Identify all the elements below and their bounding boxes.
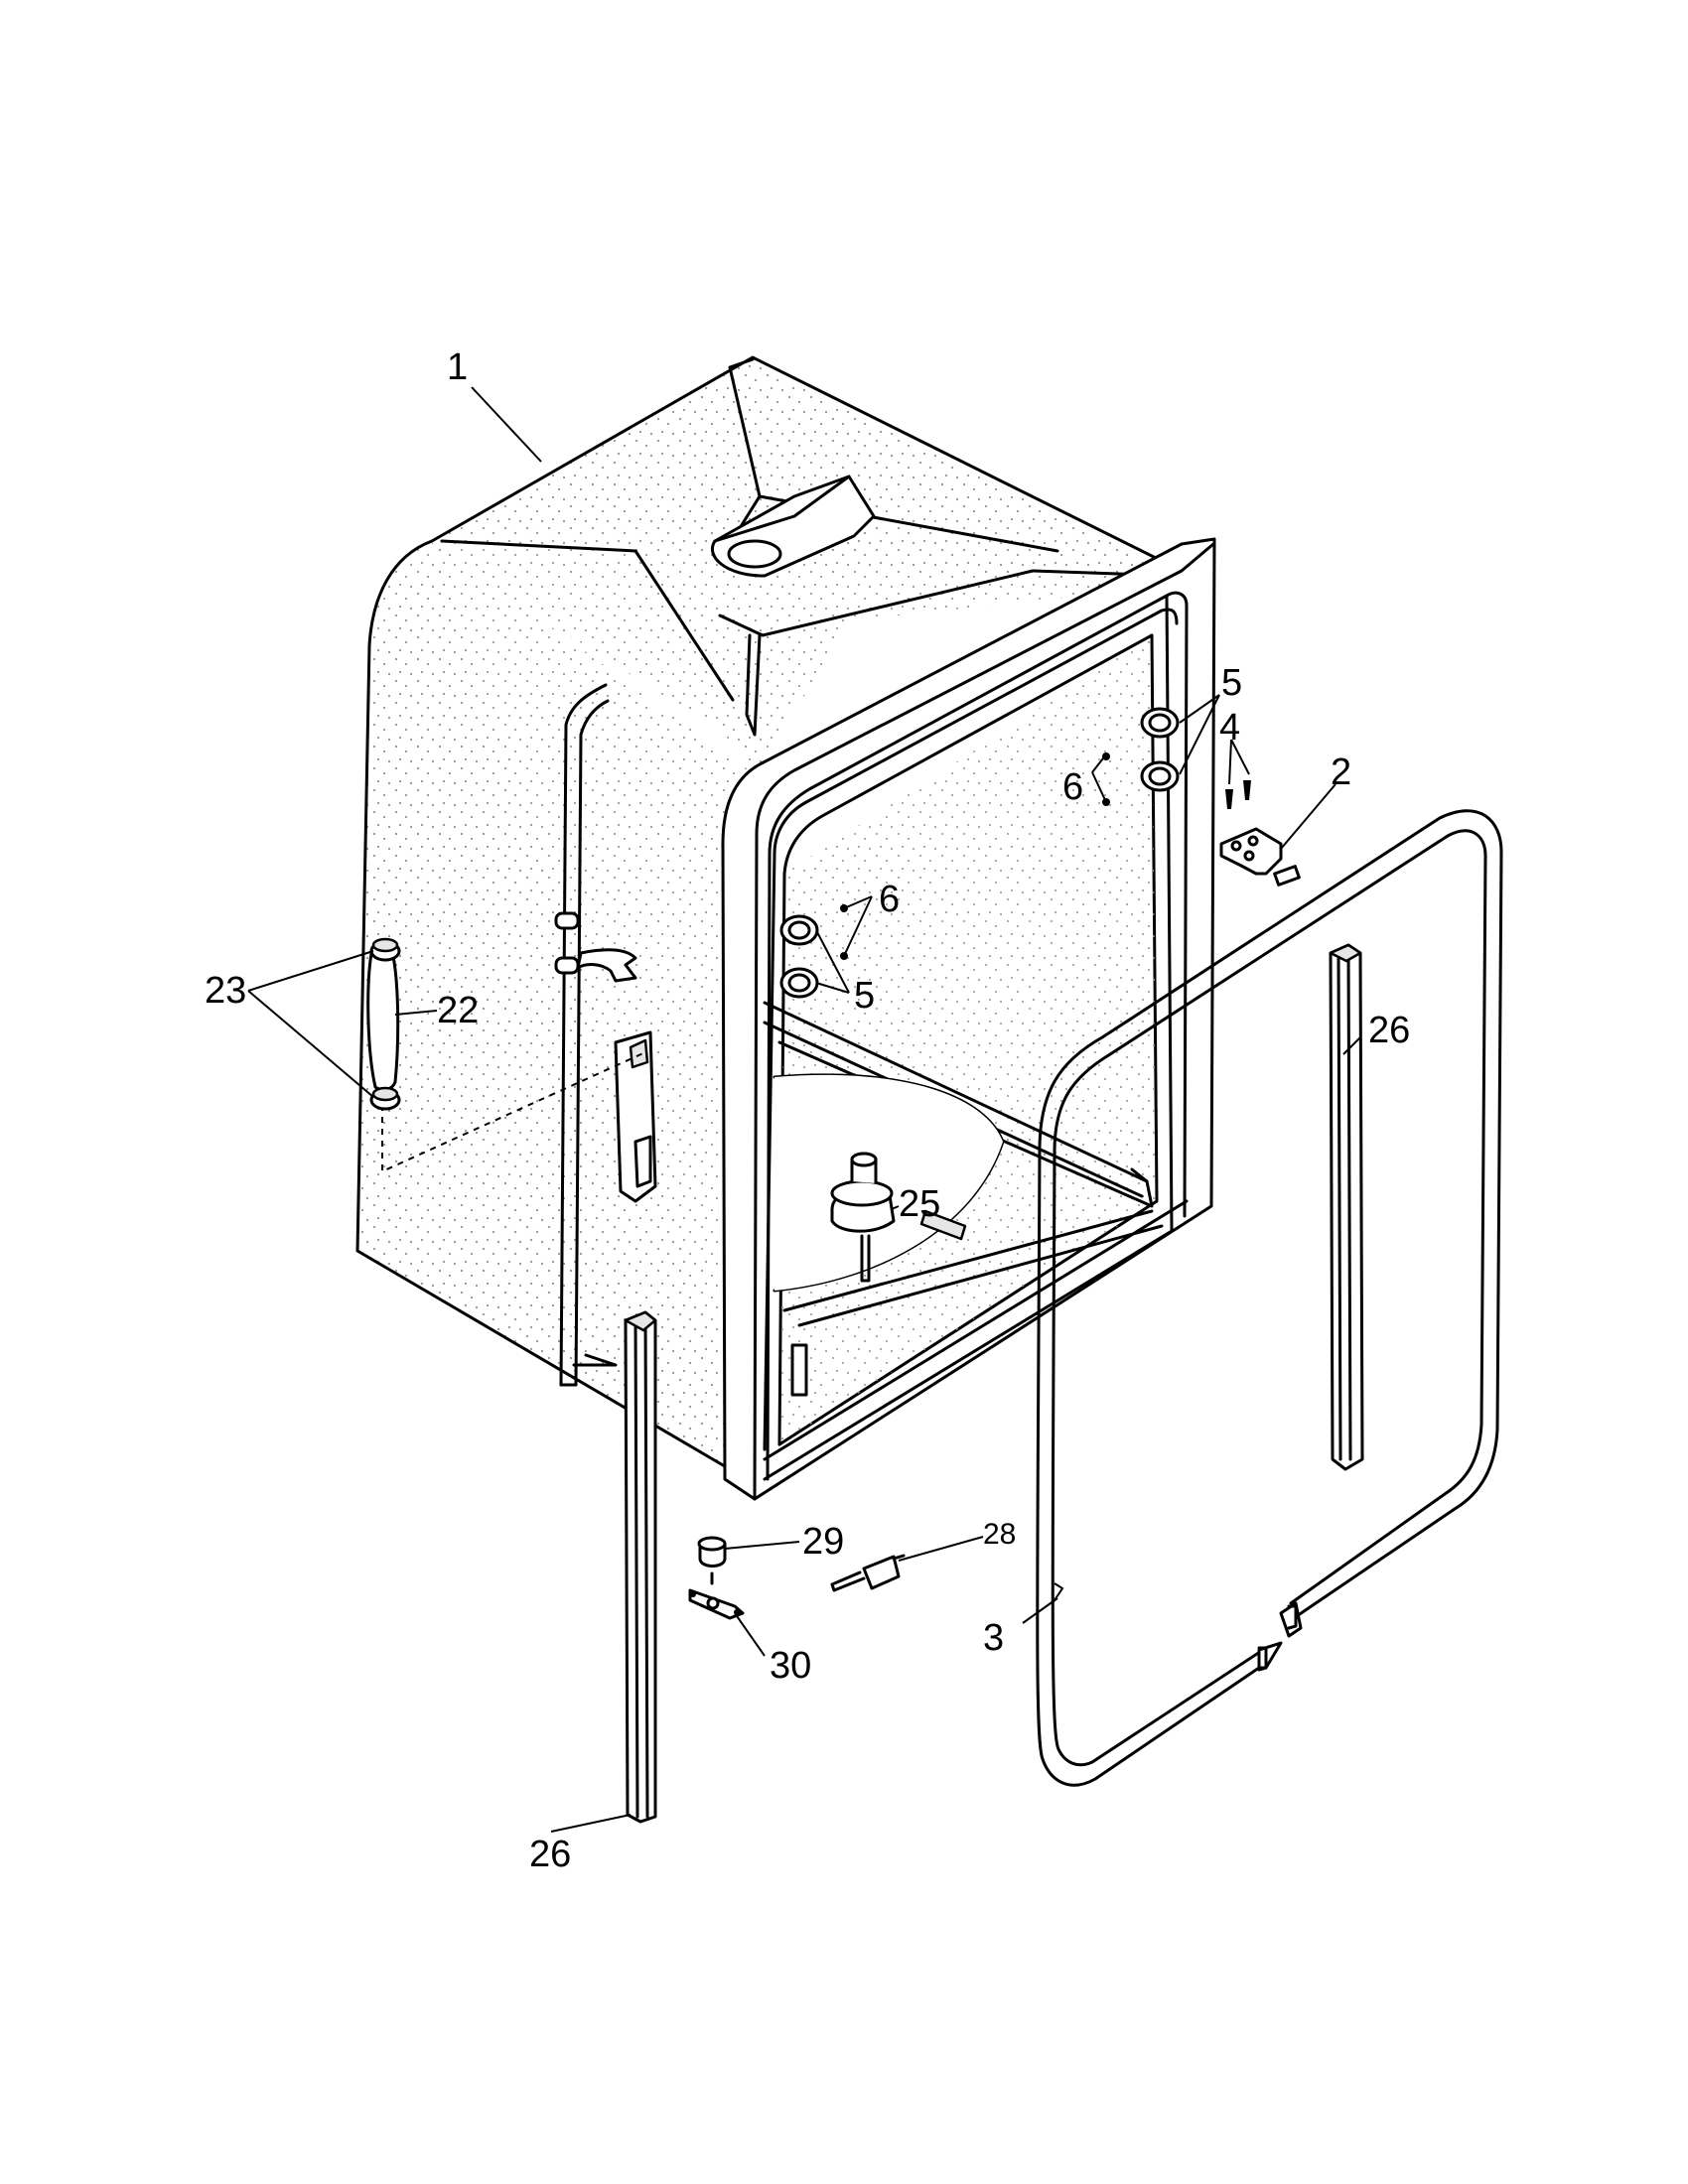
leader-lines	[247, 386, 1361, 1833]
callout-6-upper: 6	[1062, 766, 1083, 808]
roller-screw-group-right	[1102, 707, 1180, 806]
callout-28: 28	[983, 1518, 1016, 1551]
callout-6-lower: 6	[879, 879, 900, 920]
part-22-23-assembly	[366, 937, 646, 1173]
callout-4: 4	[1219, 707, 1240, 749]
door-gasket	[1036, 809, 1503, 1787]
callout-25: 25	[899, 1183, 940, 1225]
callout-1: 1	[447, 346, 468, 388]
clip-lower	[369, 1086, 401, 1111]
callout-3: 3	[983, 1617, 1004, 1659]
callout-5-lower: 5	[854, 975, 875, 1017]
side-rail	[554, 683, 657, 1387]
tub	[355, 355, 1184, 1471]
clip-upper	[369, 937, 401, 962]
callout-26-right: 26	[1368, 1010, 1410, 1051]
small-parts	[688, 1536, 906, 1620]
gasket-strip-right	[1329, 943, 1364, 1471]
callout-2: 2	[1331, 751, 1351, 793]
callout-23: 23	[205, 970, 246, 1012]
callout-5-upper: 5	[1221, 662, 1242, 704]
gasket-strip-left	[624, 1310, 657, 1824]
part-29-cap	[697, 1536, 727, 1585]
callout-22: 22	[437, 990, 479, 1031]
callout-30: 30	[770, 1645, 811, 1687]
tub-front-frame	[721, 537, 1216, 1501]
part-28-switch	[830, 1554, 906, 1592]
float-assembly	[790, 1152, 967, 1397]
callout-29: 29	[802, 1521, 844, 1563]
roller-screw-group-left	[779, 904, 848, 999]
callout-26-bottom: 26	[529, 1834, 571, 1875]
callout-labels: 1 2 3 4 5 5 6 6 22 23 25 26 26 28 29 30	[205, 346, 1410, 1875]
bracket-assembly	[1219, 780, 1301, 887]
